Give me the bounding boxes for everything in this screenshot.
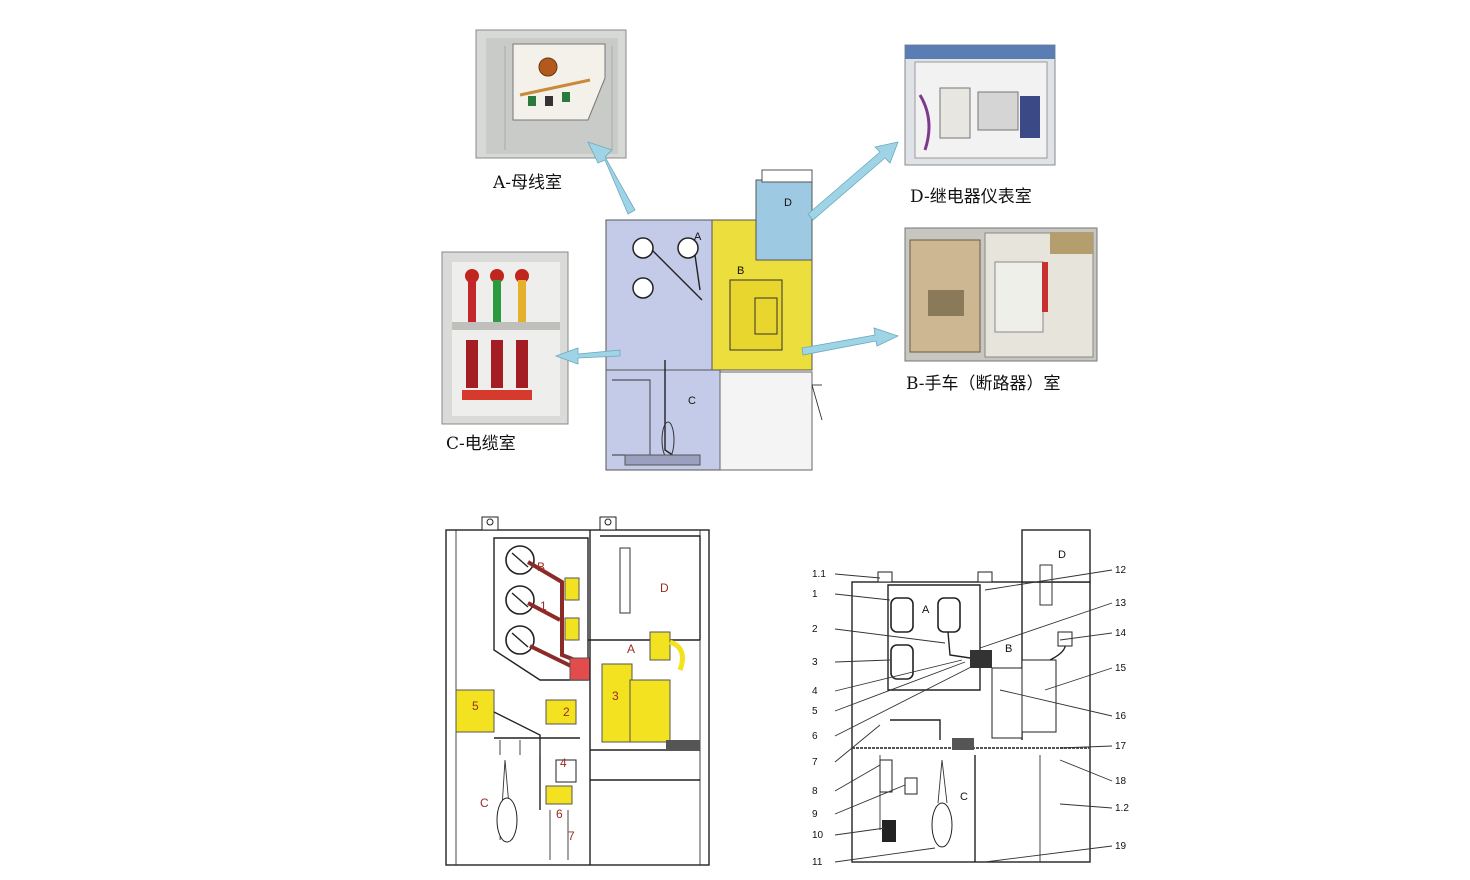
right-callout-leader xyxy=(1044,667,1113,691)
left-comp-d: D xyxy=(660,581,669,595)
top-label-a: A xyxy=(694,231,702,243)
caption-relay-room: D-继电器仪表室 xyxy=(910,187,1032,207)
left-callout-leader xyxy=(834,827,886,836)
top-label-d: D xyxy=(784,197,792,209)
left-callout-leader xyxy=(834,847,936,863)
photo-busbar-room xyxy=(475,29,627,159)
caption-breaker-room: B-手车（断路器）室 xyxy=(906,374,1061,394)
left-comp-a: A xyxy=(627,642,635,656)
left-callout-label: 11 xyxy=(812,857,823,868)
left-comp-c: C xyxy=(480,796,489,810)
left-comp-b: B xyxy=(537,560,545,574)
photo-breaker-room xyxy=(904,227,1098,362)
caption-busbar-room: A-母线室 xyxy=(492,173,562,193)
right-comp-d: D xyxy=(1058,549,1066,561)
caption-cable-room: C-电缆室 xyxy=(446,434,516,454)
left-num-7: 7 xyxy=(568,829,575,843)
right-callout-label: 17 xyxy=(1115,741,1127,752)
right-callout-label: 19 xyxy=(1115,841,1127,852)
photo-relay-room xyxy=(904,44,1056,166)
top-label-c: C xyxy=(688,395,696,407)
left-callout-label: 5 xyxy=(812,706,818,717)
left-callout-label: 2 xyxy=(812,624,818,635)
photo-cable-room xyxy=(441,251,569,425)
left-callout-leader xyxy=(834,659,963,692)
right-callout-label: 1.2 xyxy=(1115,803,1129,814)
left-num-5: 5 xyxy=(472,699,479,713)
left-callout-label: 3 xyxy=(812,657,818,668)
right-comp-b: B xyxy=(1005,643,1012,655)
left-num-4: 4 xyxy=(560,756,567,770)
left-callout-leader xyxy=(834,573,881,579)
left-callout-label: 8 xyxy=(812,786,818,797)
diagram-left: B D A C 1 2 3 4 5 6 7 xyxy=(445,516,710,866)
right-callout-leader xyxy=(1059,745,1113,749)
left-callout-label: 4 xyxy=(812,686,818,697)
right-callout-leader xyxy=(999,689,1113,717)
left-callout-leader xyxy=(834,661,966,712)
right-callout-leader xyxy=(1059,759,1113,782)
left-callout-leader xyxy=(834,664,976,737)
left-callout-leader xyxy=(834,628,946,644)
right-callout-label: 14 xyxy=(1115,628,1127,639)
left-callout-label: 7 xyxy=(812,757,818,768)
right-callout-label: 12 xyxy=(1115,565,1127,576)
left-num-2: 2 xyxy=(563,705,570,719)
left-num-6: 6 xyxy=(556,807,563,821)
left-callout-label: 1 xyxy=(812,589,818,600)
right-callout-leader xyxy=(979,602,1113,649)
top-label-b: B xyxy=(737,265,744,277)
left-num-1: 1 xyxy=(540,599,547,613)
left-callout-label: 6 xyxy=(812,731,818,742)
arrows xyxy=(554,141,900,365)
right-callout-label: 18 xyxy=(1115,776,1127,787)
right-comp-a: A xyxy=(922,604,930,616)
left-callout-leader xyxy=(834,659,891,663)
right-callout-label: 15 xyxy=(1115,663,1127,674)
right-callout-label: 16 xyxy=(1115,711,1127,722)
left-num-3: 3 xyxy=(612,689,619,703)
left-callout-leader xyxy=(834,593,891,601)
left-callout-label: 10 xyxy=(812,830,824,841)
left-callout-leader xyxy=(834,764,881,792)
right-callout-leader xyxy=(984,569,1113,591)
right-comp-c: C xyxy=(960,791,968,803)
right-callout-label: 13 xyxy=(1115,598,1127,609)
right-callout-leader xyxy=(1059,632,1113,641)
left-callout-label: 1.1 xyxy=(812,569,826,580)
right-callout-leader xyxy=(1059,803,1113,809)
top-cabinet: A B C D xyxy=(605,169,823,471)
left-callout-leader xyxy=(834,724,881,763)
right-callout-leader xyxy=(984,845,1113,863)
left-callout-leader xyxy=(834,784,906,815)
left-callout-label: 9 xyxy=(812,809,818,820)
